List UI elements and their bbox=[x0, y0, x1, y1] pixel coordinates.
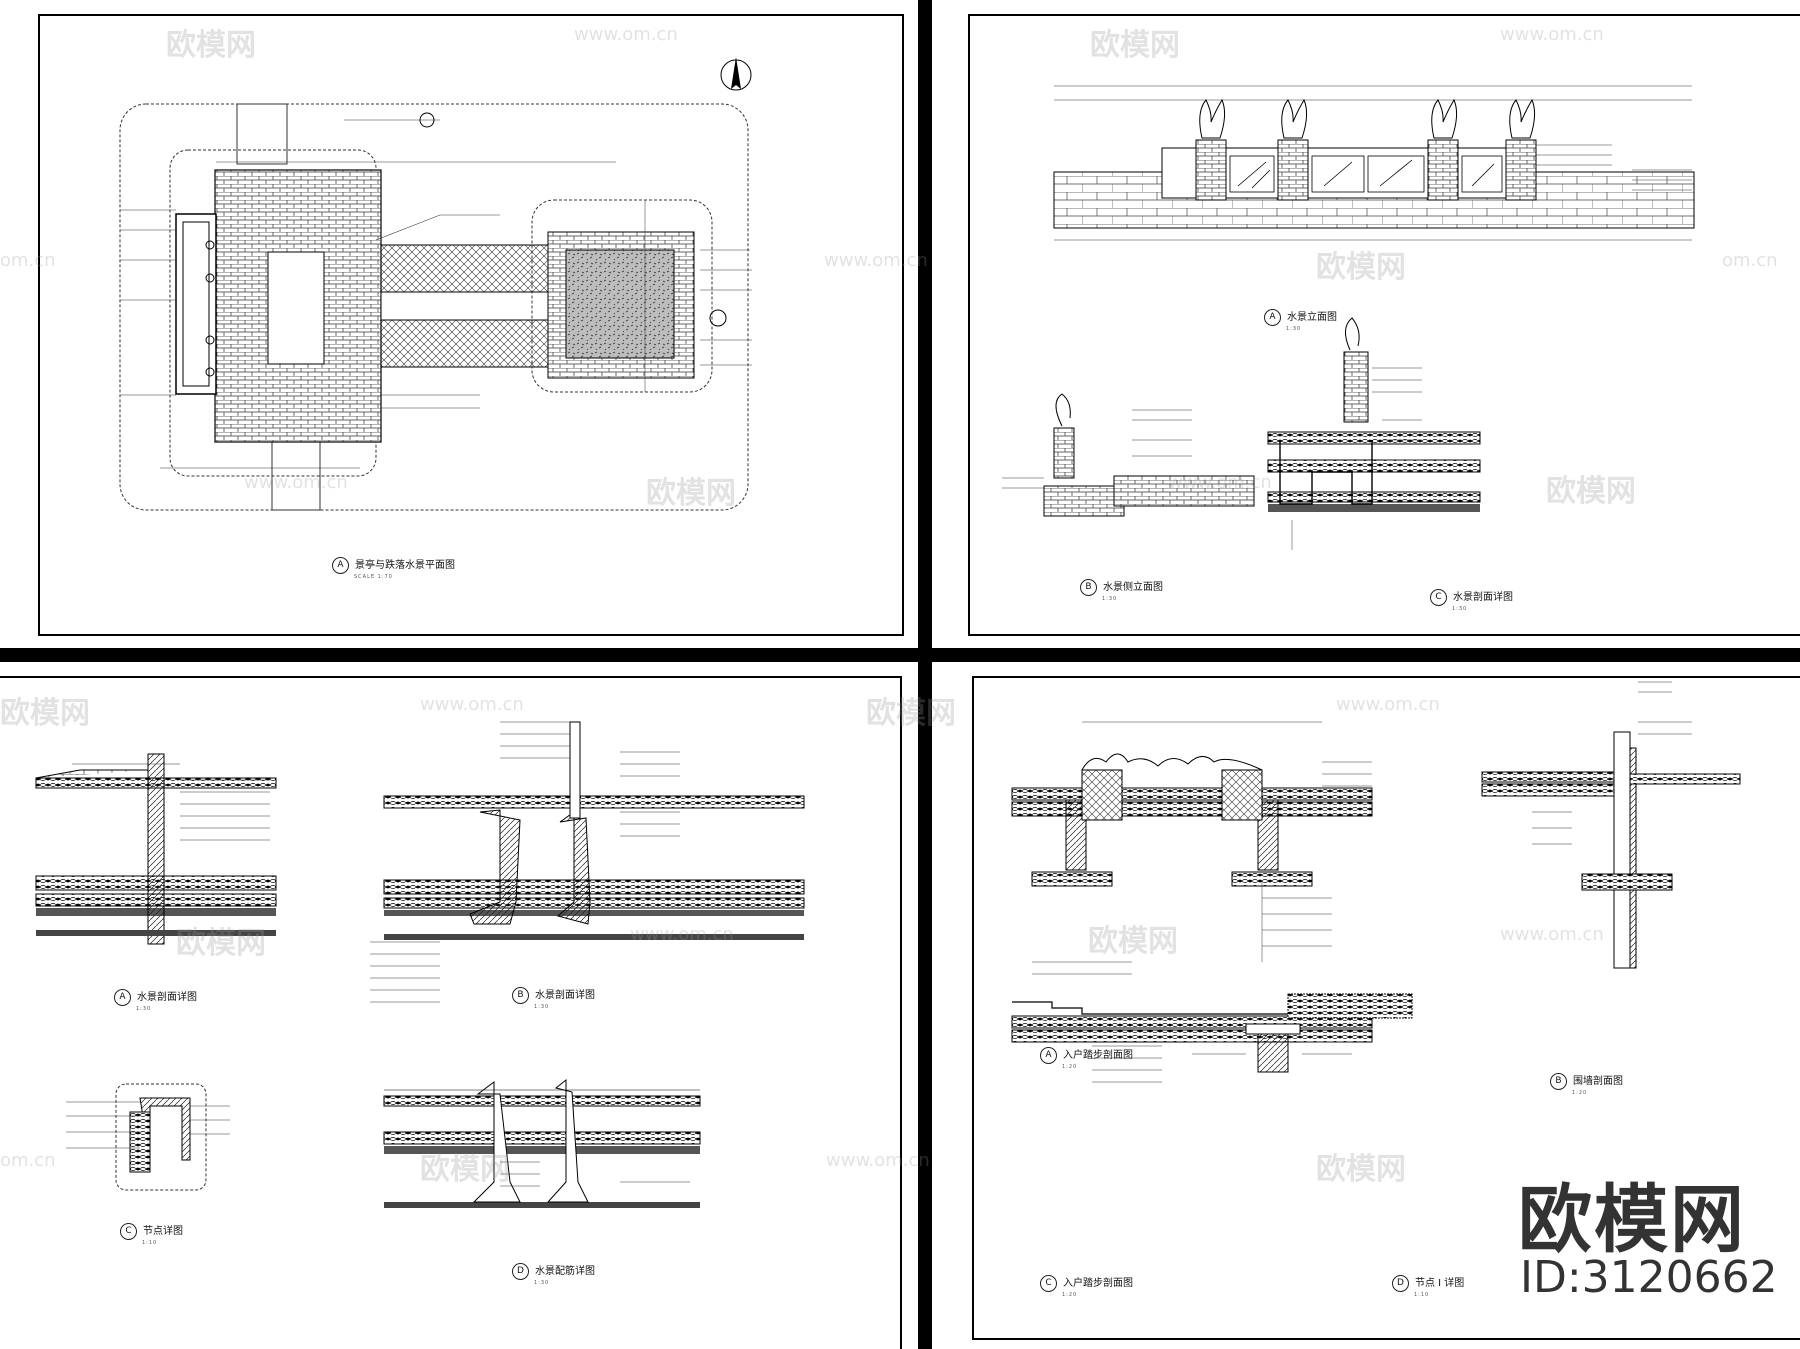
scale-d: 1:30 bbox=[534, 1279, 550, 1286]
title-c: C 节点详图 1:10 bbox=[120, 1222, 183, 1246]
sheet-top-right: A 水景立面图 1:30 B 水景侧立面图 1:30 C 水景剖面详图 1:30 bbox=[932, 0, 1800, 648]
scale-b: 1:20 bbox=[1572, 1089, 1588, 1096]
scale-word: SCALE bbox=[354, 573, 376, 580]
scale-a: 1:20 bbox=[1062, 1063, 1078, 1070]
title-a: A 水景剖面详图 1:30 bbox=[114, 988, 197, 1012]
drawing-frame bbox=[0, 676, 902, 1349]
scale-d: 1:10 bbox=[1414, 1291, 1430, 1298]
mark-a: A bbox=[114, 988, 131, 1006]
mark-b: B bbox=[1550, 1072, 1567, 1090]
scale-c: 1:10 bbox=[142, 1239, 158, 1246]
title-a-text: 水景剖面详图 bbox=[137, 992, 197, 1003]
title-b: B 围墙剖面图 1:20 bbox=[1550, 1072, 1623, 1096]
step-wall-sections bbox=[1011, 681, 1741, 1083]
scale-c: 1:20 bbox=[1062, 1291, 1078, 1298]
scale-c: 1:30 bbox=[1452, 605, 1468, 612]
title-b: B 水景侧立面图 1:30 bbox=[1080, 578, 1163, 602]
mark-a: A bbox=[1040, 1046, 1057, 1064]
north-arrow bbox=[720, 57, 752, 91]
title-c-text: 节点详图 bbox=[143, 1226, 183, 1237]
title-c-text: 水景剖面详图 bbox=[1453, 592, 1513, 603]
title-b-text: 水景侧立面图 bbox=[1103, 582, 1163, 593]
drawing-frame bbox=[972, 676, 1800, 1340]
drawing-frame bbox=[968, 14, 1800, 636]
title-a: A 入户踏步剖面图 1:20 bbox=[1040, 1046, 1133, 1070]
brand-logo: 欧模网 bbox=[1518, 1177, 1746, 1263]
id-label: ID:3120662 bbox=[1520, 1252, 1778, 1303]
title-c-text: 入户踏步剖面图 bbox=[1063, 1278, 1133, 1289]
mark-c: C bbox=[1430, 588, 1447, 606]
mark-b: B bbox=[512, 986, 529, 1004]
sheet-bottom-left: A 水景剖面详图 1:30 B 水景剖面详图 1:30 C 节点详图 1:10 D 水景… bbox=[0, 662, 918, 1349]
scale-b: 1:30 bbox=[534, 1003, 550, 1010]
mark-d: D bbox=[512, 1262, 529, 1280]
sheet-top-left: A 景亭与跌落水景平面图 SCALE 1:70 bbox=[0, 0, 918, 648]
title-a-text: 水景立面图 bbox=[1287, 312, 1337, 323]
mark-b: B bbox=[1080, 578, 1097, 596]
scale-b: 1:30 bbox=[1102, 595, 1118, 602]
title-b: B 水景剖面详图 1:30 bbox=[512, 986, 595, 1010]
mark-c: C bbox=[1040, 1274, 1057, 1292]
title-c: C 入户踏步剖面图 1:20 bbox=[1040, 1274, 1133, 1298]
water-feature-sections bbox=[35, 721, 805, 1208]
drawing-frame bbox=[38, 14, 904, 636]
drawing-mark: A bbox=[332, 556, 349, 574]
elevation-section-drawings bbox=[1002, 85, 1695, 550]
swan-sculptures bbox=[1199, 98, 1536, 139]
title-a: A 水景立面图 1:30 bbox=[1264, 308, 1337, 332]
mark-d: D bbox=[1392, 1274, 1409, 1292]
title-a-text: 入户踏步剖面图 bbox=[1063, 1050, 1133, 1061]
scale-a: 1:30 bbox=[1286, 325, 1302, 332]
drawing-title-text: 景亭与跌落水景平面图 bbox=[355, 560, 455, 571]
title-b-text: 水景剖面详图 bbox=[535, 990, 595, 1001]
site-plan-drawing bbox=[119, 57, 752, 511]
drawing-title: A 景亭与跌落水景平面图 SCALE 1:70 bbox=[332, 556, 455, 580]
title-c: C 水景剖面详图 1:30 bbox=[1430, 588, 1513, 612]
scale-value: 1:70 bbox=[377, 573, 393, 580]
title-d-text: 水景配筋详图 bbox=[535, 1266, 595, 1277]
title-d: D 水景配筋详图 1:30 bbox=[512, 1262, 595, 1286]
title-b-text: 围墙剖面图 bbox=[1573, 1076, 1623, 1087]
scale-a: 1:30 bbox=[136, 1005, 152, 1012]
title-d: D 节点 I 详图 1:10 bbox=[1392, 1274, 1464, 1298]
mark-c: C bbox=[120, 1222, 137, 1240]
mark-a: A bbox=[1264, 308, 1281, 326]
title-d-text: 节点 I 详图 bbox=[1415, 1278, 1465, 1289]
